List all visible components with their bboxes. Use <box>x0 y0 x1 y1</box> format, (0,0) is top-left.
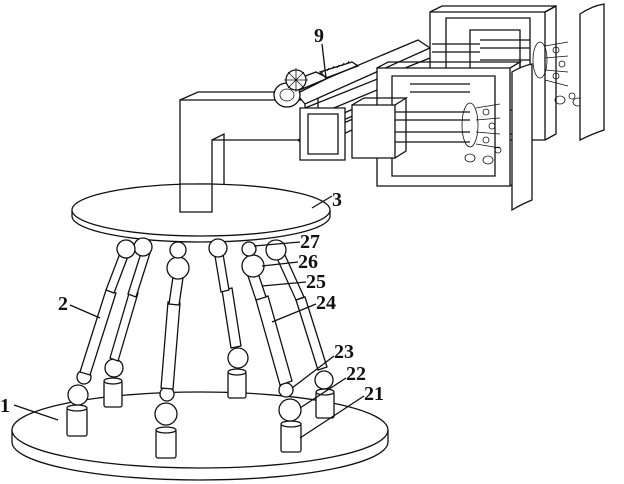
upper-ball-joint-26 <box>241 254 265 278</box>
label-2: 2 <box>58 293 68 315</box>
jaw-plate-front <box>511 63 533 212</box>
cylinder-24 <box>255 295 293 386</box>
label-3: 3 <box>332 189 342 211</box>
leg <box>103 237 153 408</box>
label-9: 9 <box>314 25 324 47</box>
leader-lines <box>13 43 365 439</box>
gear-9 <box>284 68 308 92</box>
label-26: 26 <box>298 251 318 273</box>
finger-mechanism-front <box>461 102 502 165</box>
leg <box>154 241 190 459</box>
lower-mount-21 <box>280 423 302 453</box>
label-27: 27 <box>300 231 320 253</box>
label-24: 24 <box>316 292 336 314</box>
label-1: 1 <box>0 395 10 417</box>
label-22: 22 <box>346 363 366 385</box>
jaw-plate-rear <box>579 3 605 142</box>
upper-mount-27 <box>241 241 257 257</box>
finger-mechanism-rear <box>532 41 584 107</box>
label-25: 25 <box>306 271 326 293</box>
label-21: 21 <box>364 383 384 405</box>
leg <box>208 238 249 399</box>
support-legs <box>66 237 335 459</box>
label-23: 23 <box>334 341 354 363</box>
arm-and-gripper-assembly <box>179 3 605 213</box>
leg-labeled <box>241 241 302 453</box>
lower-ball-joint-22 <box>278 398 302 422</box>
moving-platform <box>71 183 331 243</box>
leg-2 <box>66 239 136 437</box>
part-labels: 1 2 3 9 27 26 25 24 23 22 21 <box>0 25 384 417</box>
